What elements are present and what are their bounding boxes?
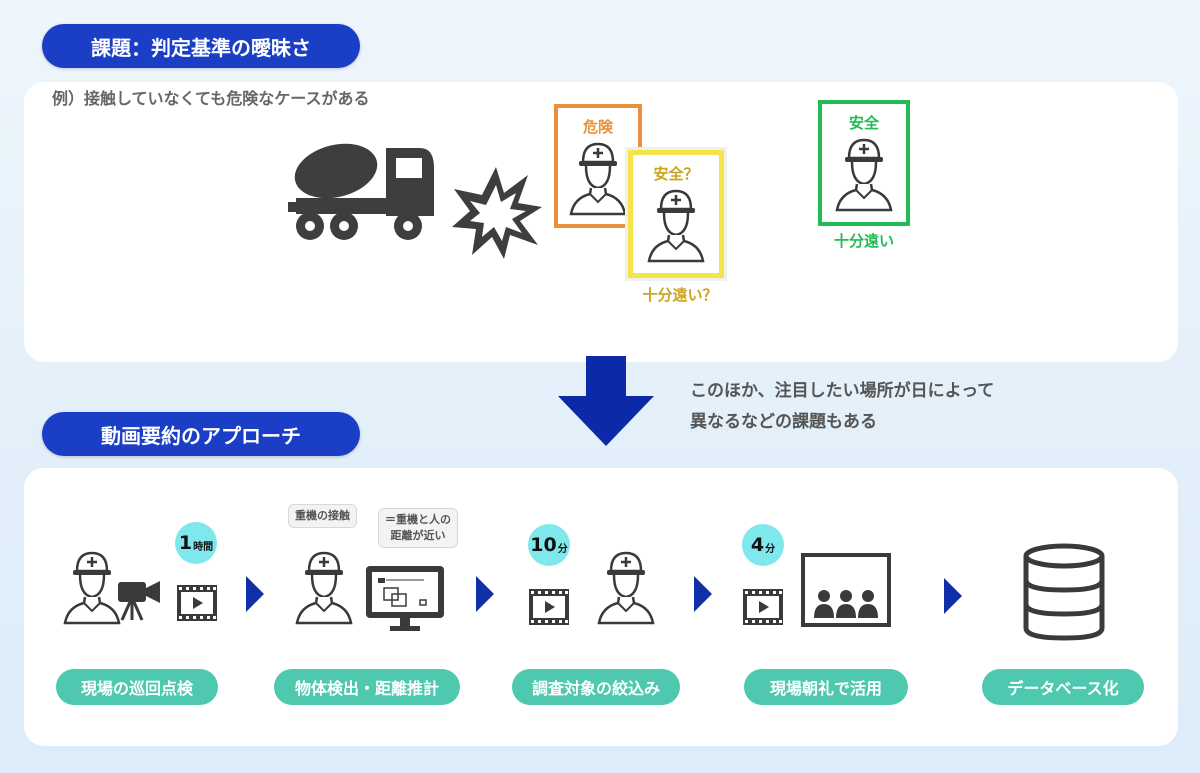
distance-bubble-line-1: ＝重機と人の — [385, 513, 451, 526]
step-arrow-icon — [694, 576, 712, 612]
duration-unit: 時間 — [193, 542, 214, 553]
duration-unit: 分 — [557, 544, 568, 555]
safe-caption: 十分遠い — [833, 232, 894, 250]
step-arrow-icon — [944, 578, 962, 614]
duration-number: 1 — [178, 532, 193, 554]
section2-title: 動画要約のアプローチ — [101, 423, 301, 448]
additional-issue-note: このほか、注目したい場所が日によって 異なるなどの課題もある — [690, 376, 994, 438]
uncertain-caption: 十分遠い？ — [642, 286, 718, 304]
safe-card: 安全 — [818, 100, 910, 226]
uncertain-label: 安全？ — [653, 165, 699, 183]
step-briefing: 現場朝礼で活用 — [744, 669, 908, 705]
monitor-detection-icon — [366, 566, 444, 631]
video-camera-icon — [118, 581, 160, 621]
worker-icon — [569, 142, 627, 216]
step-detection: 物体検出・距離推計 — [274, 669, 460, 705]
duration-number: 4 — [750, 534, 765, 556]
note-line-1: このほか、注目したい場所が日によって — [690, 381, 995, 401]
step-database: データベース化 — [982, 669, 1144, 705]
danger-label: 危険 — [582, 118, 613, 136]
mixer-truck-icon — [288, 143, 434, 240]
worker-icon — [63, 551, 121, 625]
distance-bubble: ＝重機と人の 距離が近い — [378, 508, 458, 548]
danger-card: 危険 — [554, 104, 642, 228]
worker-icon — [597, 551, 655, 625]
step-arrow-icon — [246, 576, 264, 612]
uncertain-card: 安全？ — [628, 150, 724, 278]
meeting-audience-icon — [801, 553, 891, 627]
worker-icon — [295, 551, 353, 625]
down-arrow-icon — [558, 356, 654, 446]
section2-title-pill: 動画要約のアプローチ — [42, 412, 360, 456]
database-icon — [1023, 543, 1105, 641]
note-line-2: 異なるなどの課題もある — [690, 412, 877, 432]
step-inspection: 現場の巡回点検 — [56, 669, 218, 705]
contact-bubble: 重機の接触 — [288, 504, 357, 528]
section1-title-pill: 課題：判定基準の曖昧さ — [42, 24, 360, 68]
video-film-icon — [177, 585, 217, 621]
safe-label: 安全 — [848, 114, 879, 132]
step-narrowing: 調査対象の絞込み — [512, 669, 680, 705]
worker-icon — [835, 138, 893, 212]
duration-unit: 分 — [765, 544, 776, 555]
duration-number: 10 — [530, 534, 557, 556]
video-film-icon — [743, 589, 783, 625]
section1-title: 課題：判定基準の曖昧さ — [91, 35, 311, 60]
step-arrow-icon — [476, 576, 494, 612]
distance-bubble-line-2: 距離が近い — [390, 529, 446, 542]
worker-icon — [647, 189, 705, 263]
collision-burst-icon — [452, 167, 542, 259]
video-film-icon — [529, 589, 569, 625]
example-note: 例）接触していなくても危険なケースがある — [52, 89, 370, 108]
